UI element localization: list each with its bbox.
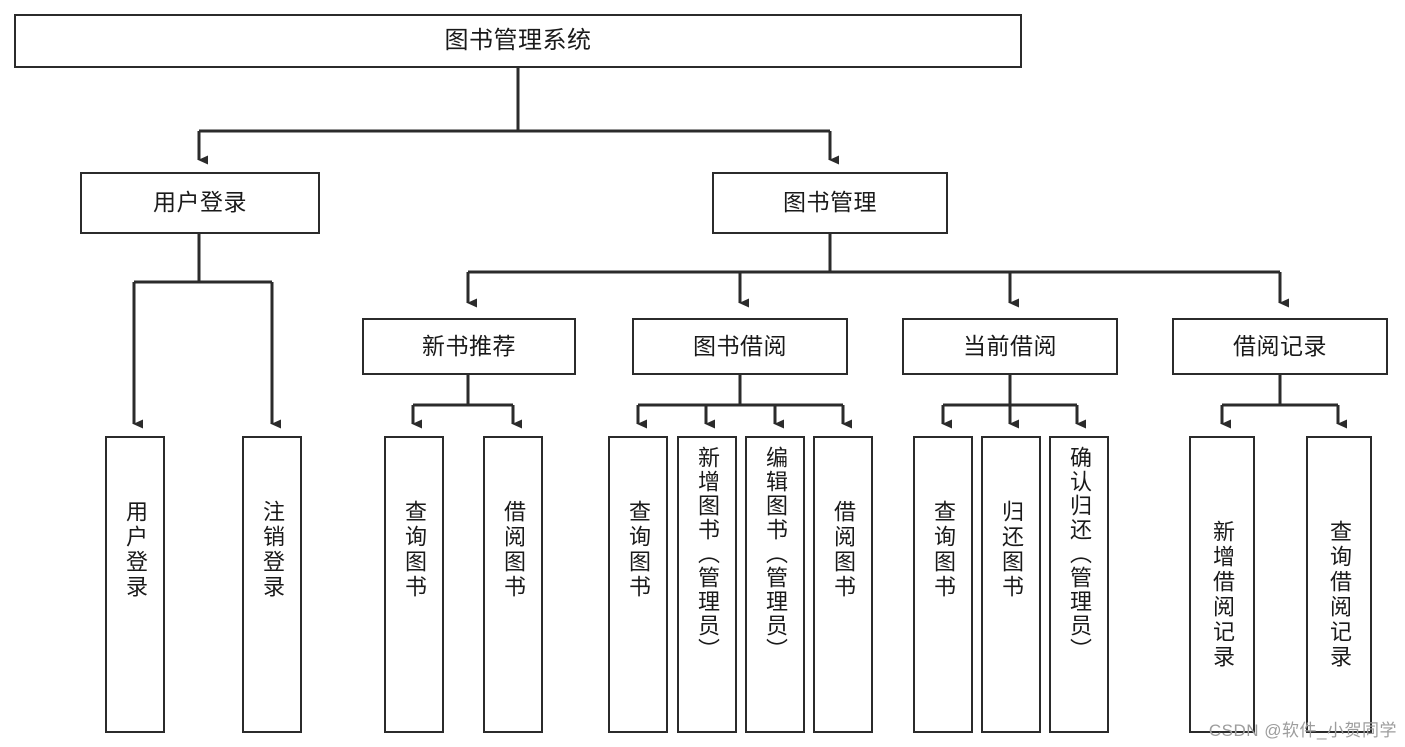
leaf-add-borrow-record[interactable]: 新增借阅记录 [1189,436,1255,733]
node-label: 查询图书 [931,500,956,600]
node-label: 编辑图书（管理员） [763,446,788,662]
csdn-watermark: CSDN @软件_小贺同学 [1208,721,1397,740]
leaf-add-book-admin[interactable]: 新增图书（管理员） [677,436,737,733]
leaf-borrow-book-recommendation[interactable]: 借阅图书 [483,436,543,733]
leaf-return-book[interactable]: 归还图书 [981,436,1041,733]
node-label: 新增借阅记录 [1210,520,1235,670]
node-label: 注销登录 [260,500,285,600]
node-user-login[interactable]: 用户登录 [80,172,320,234]
node-label: 新增图书（管理员） [695,446,720,662]
node-label: 确认归还（管理员） [1067,446,1092,662]
node-label: 查询图书 [626,500,651,600]
leaf-query-book-borrow[interactable]: 查询图书 [608,436,668,733]
node-label: 借阅图书 [501,500,526,600]
node-label: 用户登录 [123,500,148,600]
node-label: 查询借阅记录 [1327,520,1352,670]
node-new-book-recommendation[interactable]: 新书推荐 [362,318,576,375]
node-label: 借阅记录 [1233,332,1327,359]
leaf-user-login[interactable]: 用户登录 [105,436,165,733]
leaf-query-book-current[interactable]: 查询图书 [913,436,973,733]
node-current-borrow[interactable]: 当前借阅 [902,318,1118,375]
node-label: 归还图书 [999,500,1024,600]
leaf-query-borrow-record[interactable]: 查询借阅记录 [1306,436,1372,733]
node-label: 图书借阅 [693,332,787,359]
node-label: 图书管理 [783,189,877,216]
node-label: 借阅图书 [831,500,856,600]
leaf-confirm-return-admin[interactable]: 确认归还（管理员） [1049,436,1109,733]
node-book-management[interactable]: 图书管理 [712,172,948,234]
node-root-book-management-system[interactable]: 图书管理系统 [14,14,1022,68]
node-label: 图书管理系统 [444,26,592,54]
node-label: 查询图书 [402,500,427,600]
node-borrow-record[interactable]: 借阅记录 [1172,318,1388,375]
node-label: 新书推荐 [422,332,516,359]
node-label: 当前借阅 [963,332,1057,359]
leaf-query-book-recommendation[interactable]: 查询图书 [384,436,444,733]
leaf-borrow-book[interactable]: 借阅图书 [813,436,873,733]
node-book-borrow[interactable]: 图书借阅 [632,318,848,375]
node-label: 用户登录 [153,189,247,216]
leaf-logout[interactable]: 注销登录 [242,436,302,733]
leaf-edit-book-admin[interactable]: 编辑图书（管理员） [745,436,805,733]
